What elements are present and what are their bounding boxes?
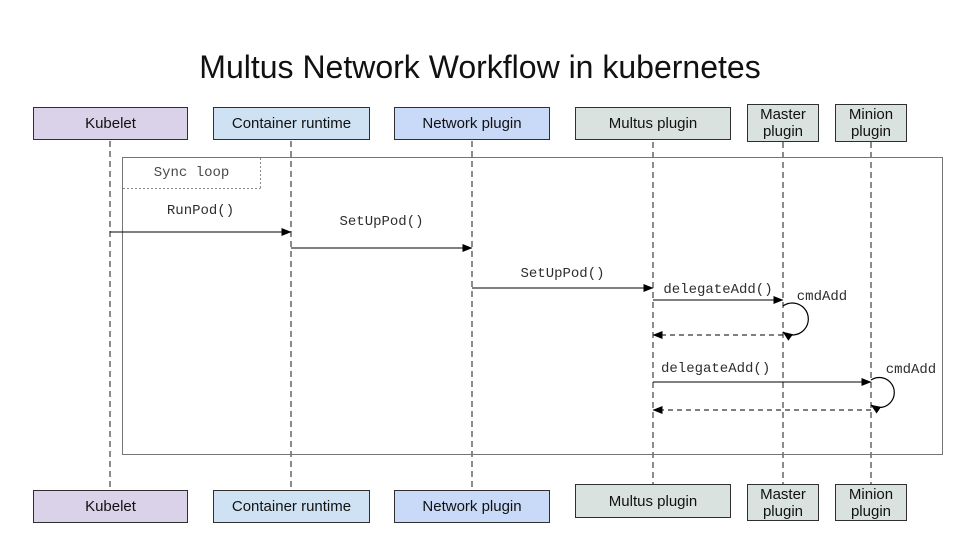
actor-label: Kubelet [85,115,136,132]
actor-label: Master plugin [760,106,806,140]
actor-box-minion-plugin-top: Minion plugin [835,104,907,142]
actor-label: Network plugin [422,115,522,132]
message-label-runpod: RunPod() [166,203,235,219]
actor-box-kubelet-top: Kubelet [33,107,188,140]
message-label-cmdadd-minion: cmdAdd [885,362,937,378]
frame-border [122,157,943,455]
message-label-setuppod-2: SetUpPod() [520,266,605,282]
actor-box-container-runtime-bottom: Container runtime [213,490,370,523]
message-label-delegateadd-master: delegateAdd() [663,282,773,298]
actor-label: Container runtime [231,498,352,515]
actor-box-kubelet-bottom: Kubelet [33,490,188,523]
actor-box-multus-plugin-bottom: Multus plugin [575,484,731,518]
actor-label: Container runtime [231,115,352,132]
actor-box-network-plugin-top: Network plugin [394,107,550,140]
diagram-title: Multus Network Workflow in kubernetes [199,49,761,85]
actor-label: Kubelet [85,498,136,515]
actor-label: Master plugin [760,485,806,520]
message-label-delegateadd-minion: delegateAdd() [661,361,771,377]
actor-box-master-plugin-bottom: Master plugin [747,484,819,521]
actor-label: Multus plugin [608,492,698,510]
actor-box-master-plugin-top: Master plugin [747,104,819,142]
actor-label: Network plugin [422,498,522,515]
actor-label: Multus plugin [608,115,698,132]
message-label-cmdadd-master: cmdAdd [796,289,848,305]
actor-box-network-plugin-bottom: Network plugin [394,490,550,523]
actor-box-multus-plugin-top: Multus plugin [575,107,731,140]
self-loop-master-cmdadd [782,302,809,341]
actor-label: Minion plugin [848,485,894,520]
message-label-setuppod-1: SetUpPod() [339,214,424,230]
self-loop-minion-cmdadd [870,376,895,414]
actor-box-container-runtime-top: Container runtime [213,107,370,140]
actor-label: Minion plugin [848,106,894,140]
actor-box-minion-plugin-bottom: Minion plugin [835,484,907,521]
sync-loop-label: Sync loop [153,165,230,181]
